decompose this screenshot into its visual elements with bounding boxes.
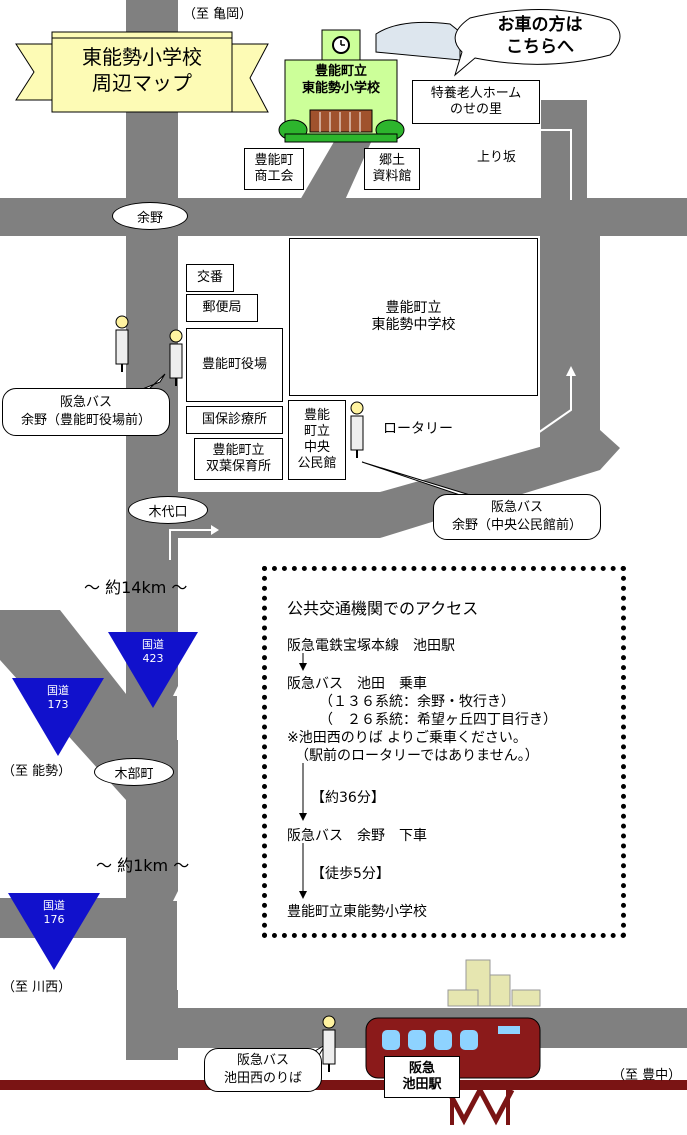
school-approach-road [300, 140, 372, 200]
nursing-home: 特養老人ホーム のせの里 [412, 80, 540, 124]
distance-14km: 〜 約14km 〜 [84, 578, 188, 597]
nursery-school: 豊能町立 双葉保育所 [194, 438, 283, 480]
uphill-label: 上り坂 [477, 150, 517, 165]
junior-high-school: 豊能町立 東能勢中学校 [289, 238, 538, 396]
rotary-road [540, 236, 600, 460]
bus-stop-icon [115, 315, 129, 372]
map-title: 東能勢小学校 周辺マップ [82, 45, 202, 95]
direction-kawanishi: （至 川西） [2, 980, 72, 995]
area-yono: 余野 [112, 202, 188, 230]
access-arrows [299, 653, 307, 899]
access-line-6: （駅前のロータリーではありません。） [295, 748, 539, 764]
school-door [309, 109, 373, 133]
route-173-road [0, 610, 178, 800]
area-kibecho: 木部町 [94, 758, 174, 786]
gym-icon [375, 21, 461, 61]
station-buildings-icon [447, 959, 541, 1007]
route-176-label: 国道 176 [43, 899, 65, 926]
railway-line [0, 1080, 687, 1090]
bus-stop-icon [350, 401, 364, 458]
bus-stop-community-hall: 阪急バス 余野（中央公民館前） [433, 494, 601, 540]
community-hall: 豊能 町立 中央 公民館 [288, 400, 346, 480]
access-time-1: 【約36分】 [311, 790, 385, 806]
distance-1km: 〜 約1km 〜 [96, 856, 190, 875]
bus-stop-icon [169, 329, 183, 386]
access-info-box: 公共交通機関でのアクセス 阪急電鉄宝塚本線 池田駅 阪急バス 池田 乗車 （１３… [262, 566, 626, 938]
area-kishiroguchi: 木代口 [128, 496, 208, 524]
post-office: 郵便局 [186, 294, 258, 322]
bus-stop-icon [322, 1015, 336, 1072]
access-line-4: （ ２６系統：希望ヶ丘四丁目行き） [319, 712, 557, 728]
koban: 交番 [186, 264, 234, 292]
uphill-arrow [524, 129, 572, 200]
yono-road [0, 198, 687, 236]
access-line-5: ※池田西のりば よりご乗車ください。 [287, 730, 527, 746]
route-173-label: 国道 173 [47, 684, 69, 711]
access-heading: 公共交通機関でのアクセス [287, 599, 479, 618]
ikeda-station: 阪急 池田駅 [384, 1056, 460, 1098]
clinic: 国保診療所 [186, 406, 283, 434]
kishiroguchi-road [126, 430, 620, 538]
school-label: 豊能町立 東能勢小学校 [301, 64, 380, 96]
route-173-sign [12, 678, 104, 756]
access-line-1: 阪急電鉄宝塚本線 池田駅 [287, 638, 455, 654]
car-notice-bubble [454, 9, 621, 77]
direction-kameoka: （至 亀岡） [183, 7, 253, 22]
car-notice: お車の方は こちらへ [497, 15, 583, 58]
commerce-association: 豊能町 商工会 [244, 148, 304, 190]
bus-stop-town-hall: 阪急バス 余野（豊能町役場前） [2, 388, 170, 436]
direction-nose: （至 能勢） [2, 764, 72, 779]
direction-toyonaka: （至 豊中） [612, 1068, 682, 1083]
route-423-label: 国道 423 [142, 638, 164, 665]
access-line-8: 豊能町立東能勢小学校 [287, 904, 427, 920]
access-line-2: 阪急バス 池田 乗車 [287, 676, 427, 692]
access-time-2: 【徒歩5分】 [311, 866, 390, 882]
rotary-arrow [534, 370, 572, 436]
town-hall: 豊能町役場 [186, 328, 283, 402]
rotary-label: ロータリー [383, 421, 453, 437]
local-history-museum: 郷土 資料館 [364, 148, 420, 190]
kishiroguchi-arrow [169, 529, 215, 560]
route-423-sign [108, 632, 198, 708]
route-176-sign [8, 893, 100, 970]
school-east-road [541, 100, 587, 200]
bus-stop-ikeda: 阪急バス 池田西のりば [204, 1048, 322, 1092]
access-line-7: 阪急バス 余野 下車 [287, 828, 427, 844]
access-line-3: （１３６系統：余野・牧行き） [319, 694, 515, 710]
